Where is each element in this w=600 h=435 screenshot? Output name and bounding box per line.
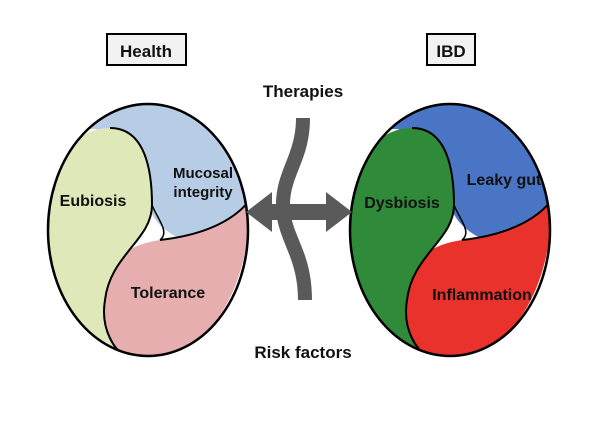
- health-label-tolerance: Tolerance: [131, 285, 206, 302]
- health-label-eubiosis: Eubiosis: [60, 193, 127, 210]
- lever-icon: [276, 118, 312, 300]
- ibd-segment-dysbiosis: [350, 128, 454, 356]
- ibd-circle: Leaky gut Dysbiosis Inflammation: [348, 102, 552, 358]
- health-title-box: Health: [106, 33, 187, 66]
- risk-factors-label: Risk factors: [254, 343, 351, 362]
- health-circle: Mucosal integrity Eubiosis Tolerance: [46, 102, 250, 358]
- health-segment-tolerance: [100, 200, 248, 356]
- health-label-mucosal: Mucosal: [173, 165, 233, 182]
- ibd-title-box: IBD: [426, 33, 476, 66]
- therapies-label: Therapies: [263, 82, 343, 101]
- health-segment-eubiosis: [48, 128, 152, 356]
- center-symbol: [246, 118, 352, 300]
- ibd-segment-inflammation: [402, 200, 550, 356]
- ibd-label-inflammation: Inflammation: [432, 287, 532, 304]
- ibd-label-leaky-gut: Leaky gut: [467, 172, 542, 189]
- health-title: Health: [120, 42, 172, 61]
- ibd-label-dysbiosis: Dysbiosis: [364, 195, 440, 212]
- health-label-integrity: integrity: [173, 184, 233, 201]
- double-arrow-icon: [246, 192, 352, 232]
- ibd-title: IBD: [436, 42, 465, 61]
